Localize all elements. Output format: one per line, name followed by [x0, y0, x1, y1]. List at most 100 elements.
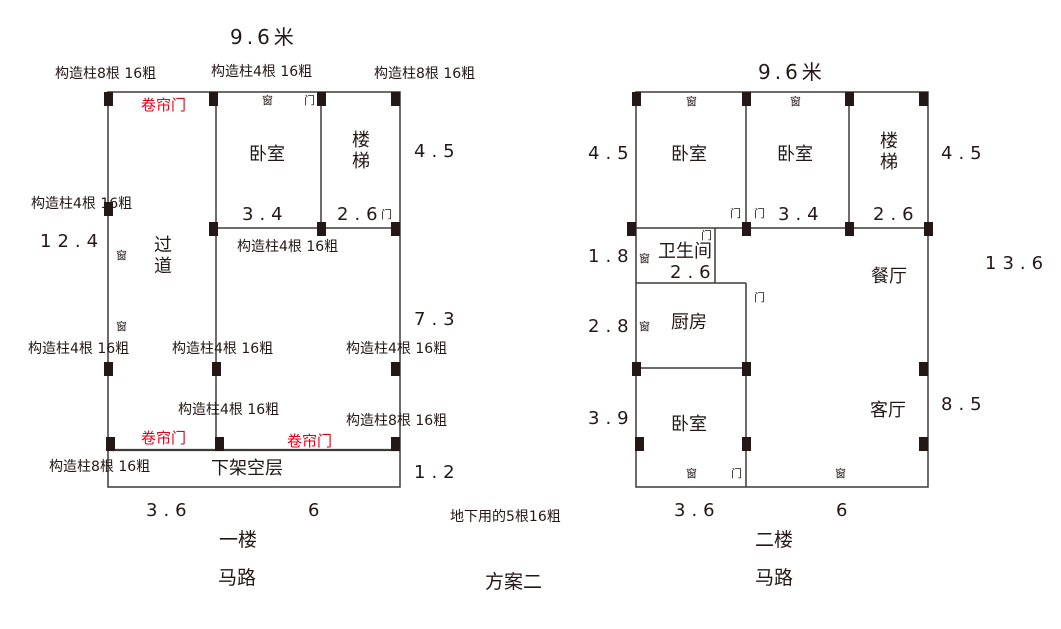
basement-note: 地下用的5根16粗 — [450, 509, 561, 525]
window-mark: 窗 — [262, 94, 273, 107]
dim-bedroom-width: 3.4 — [242, 204, 289, 225]
dim-total: 13.6 — [985, 253, 1050, 274]
structural-column — [104, 202, 113, 216]
window-mark: 窗 — [686, 467, 697, 480]
structural-column — [919, 362, 928, 376]
floor2-width-total: 9.6米 — [758, 60, 826, 84]
structural-column — [209, 92, 218, 106]
room-stairs: 楼梯 — [880, 131, 898, 173]
window-mark: 窗 — [790, 95, 801, 108]
floor1-road: 马路 — [218, 567, 257, 589]
dim-right-bottom: 1.2 — [414, 462, 461, 483]
door-mark: 门 — [730, 207, 741, 220]
dim-left-total: 12.4 — [40, 231, 105, 252]
dim-left-4: 3.9 — [588, 408, 635, 429]
room-corridor: 过道 — [154, 235, 172, 277]
window-mark: 窗 — [639, 252, 650, 265]
floor1-name: 一楼 — [219, 529, 258, 551]
dim-left-3: 2.8 — [588, 316, 635, 337]
floor2-walls — [635, 91, 929, 488]
column-note: 构造柱4根 16粗 — [28, 341, 130, 357]
floor2-road: 马路 — [755, 567, 794, 589]
structural-column — [632, 362, 641, 376]
dim-left-2: 1.8 — [588, 246, 635, 267]
structural-column — [742, 362, 751, 376]
scheme-title: 方案二 — [485, 571, 543, 593]
structural-column — [627, 222, 636, 236]
structural-column — [212, 362, 221, 376]
door-mark: 门 — [754, 207, 765, 220]
structural-column — [391, 92, 400, 106]
room-dining: 餐厅 — [871, 266, 907, 287]
floor2-name: 二楼 — [755, 529, 794, 551]
dim-bottom-right: 6 — [836, 500, 854, 521]
dim-stair-width: 2.6 — [873, 204, 920, 225]
window-mark: 窗 — [835, 467, 846, 480]
column-note: 构造柱4根 16粗 — [237, 239, 339, 255]
structural-column — [845, 92, 854, 106]
column-note: 构造柱8根 16粗 — [55, 66, 157, 82]
structural-column — [317, 92, 326, 106]
structural-column — [104, 92, 113, 106]
floor1-width-total: 9.6米 — [230, 25, 298, 49]
structural-column — [742, 222, 751, 236]
structural-column — [215, 437, 224, 451]
dim-bedroom2-width: 3.4 — [778, 204, 825, 225]
dim-left-1: 4.5 — [588, 143, 635, 164]
structural-column — [635, 437, 644, 451]
structural-column — [924, 222, 933, 236]
dim-bottom-left: 3.6 — [146, 500, 193, 521]
room-bedroom3: 卧室 — [671, 414, 707, 435]
dim-right-1: 4.5 — [941, 143, 988, 164]
room-bedroom: 卧室 — [249, 144, 285, 165]
dim-right-2: 8.5 — [941, 394, 988, 415]
dim-right-mid: 7.3 — [414, 309, 461, 330]
dim-bath-width: 2.6 — [670, 262, 717, 283]
room-bedroom2: 卧室 — [777, 144, 813, 165]
room-living: 客厅 — [870, 400, 906, 421]
door-mark: 门 — [381, 208, 392, 221]
column-note: 构造柱8根 16粗 — [374, 66, 476, 82]
window-mark: 窗 — [116, 320, 127, 333]
rolling-door-label: 卷帘门 — [141, 429, 187, 447]
window-mark: 窗 — [116, 249, 127, 262]
column-note: 构造柱8根 16粗 — [49, 459, 151, 475]
column-note: 构造柱4根 16粗 — [346, 341, 448, 357]
column-note: 构造柱4根 16粗 — [31, 196, 133, 212]
structural-column — [632, 92, 641, 106]
column-note: 构造柱4根 16粗 — [172, 341, 274, 357]
structural-column — [742, 92, 751, 106]
door-mark: 门 — [304, 94, 315, 107]
room-undercroft: 下架空层 — [211, 458, 283, 479]
structural-column — [317, 222, 326, 236]
room-kitchen: 厨房 — [671, 312, 707, 333]
dim-bottom-right: 6 — [308, 500, 326, 521]
room-bathroom: 卫生间 — [658, 241, 712, 262]
window-mark: 窗 — [686, 95, 697, 108]
room-stairs: 楼梯 — [352, 130, 370, 172]
structural-column — [391, 222, 400, 236]
structural-column — [209, 222, 218, 236]
structural-column — [106, 437, 115, 451]
door-mark: 门 — [754, 291, 765, 304]
structural-column — [919, 92, 928, 106]
door-mark: 门 — [701, 229, 712, 242]
column-note: 构造柱8根 16粗 — [346, 413, 448, 429]
dim-right-top: 4.5 — [414, 141, 461, 162]
column-note: 构造柱4根 16粗 — [178, 402, 280, 418]
column-note: 构造柱4根 16粗 — [211, 64, 313, 80]
rolling-door-label: 卷帘门 — [141, 96, 187, 114]
structural-column — [104, 362, 113, 376]
structural-column — [845, 222, 854, 236]
rolling-door-label: 卷帘门 — [287, 432, 333, 450]
door-mark: 门 — [731, 467, 742, 480]
structural-column — [742, 437, 751, 451]
dim-bottom-left: 3.6 — [674, 500, 721, 521]
floor1-walls — [107, 91, 401, 488]
structural-column — [919, 437, 928, 451]
room-bedroom1: 卧室 — [671, 144, 707, 165]
structural-column — [391, 437, 400, 451]
structural-column — [391, 362, 400, 376]
